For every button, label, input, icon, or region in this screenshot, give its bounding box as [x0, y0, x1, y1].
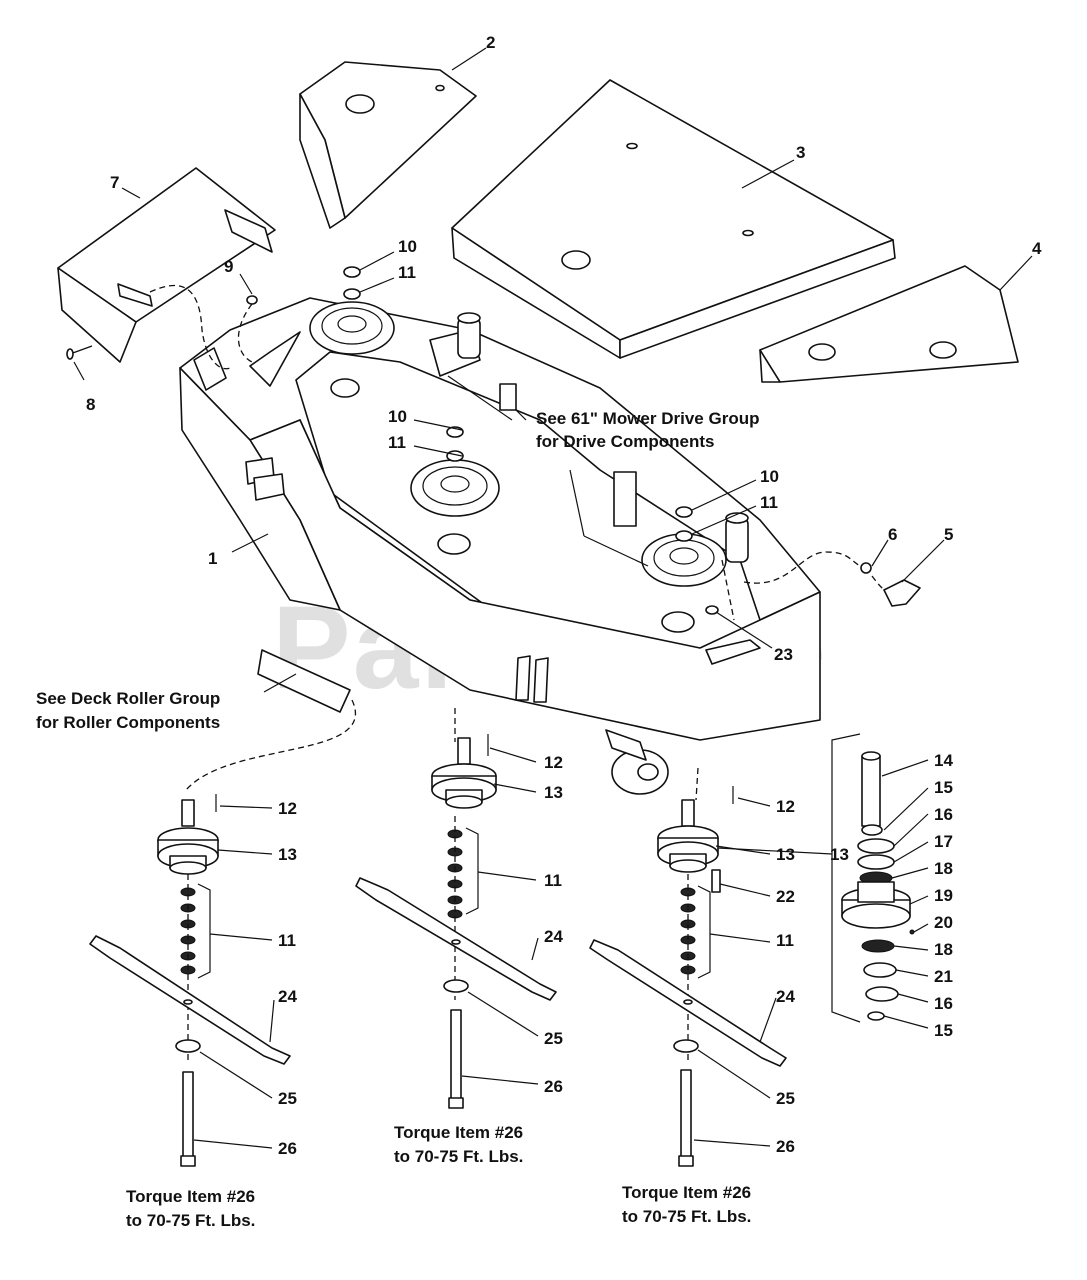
callout-24: 24	[776, 987, 795, 1006]
callout-5: 5	[944, 525, 953, 544]
cover-plate-3	[451, 79, 896, 359]
spacer-stack-center	[447, 816, 463, 1000]
callout-13: 13	[544, 783, 563, 802]
callout-13: 13	[830, 845, 849, 864]
callout-26: 26	[544, 1077, 563, 1096]
callout-10: 10	[388, 407, 407, 426]
callout-4: 4	[1032, 239, 1042, 258]
blade-right	[589, 939, 787, 1167]
callout-18: 18	[934, 859, 953, 878]
callout-19: 19	[934, 886, 953, 905]
callout-6: 6	[888, 525, 897, 544]
callout-25: 25	[278, 1089, 297, 1108]
torque-note-right-line2: to 70-75 Ft. Lbs.	[622, 1207, 751, 1226]
callout-13: 13	[278, 845, 297, 864]
callout-numbers: 2 3 4 7 9 8 10 11 10 11 10 11 1 6 5 23 1…	[86, 33, 1042, 1158]
callout-12: 12	[278, 799, 297, 818]
pulley-left	[309, 301, 395, 355]
callout-10: 10	[760, 467, 779, 486]
callout-13: 13	[776, 845, 795, 864]
spindle-assembly-center	[431, 734, 497, 809]
callout-16: 16	[934, 805, 953, 824]
leader-lines	[73, 47, 1033, 1149]
callout-10: 10	[398, 237, 417, 256]
torque-note-left-line2: to 70-75 Ft. Lbs.	[126, 1211, 255, 1230]
callout-18: 18	[934, 940, 953, 959]
roller-group-note-line1: See Deck Roller Group	[36, 689, 220, 708]
reference-notes: See 61" Mower Drive Group for Drive Comp…	[36, 409, 759, 1230]
nut-washer-deck	[246, 266, 719, 615]
callout-20: 20	[934, 913, 953, 932]
spindle-detail-exploded	[831, 733, 915, 1023]
cover-plate-4	[759, 265, 1019, 383]
callout-14: 14	[934, 751, 953, 770]
callout-11: 11	[398, 263, 416, 282]
callout-9: 9	[224, 257, 233, 276]
callout-24: 24	[544, 927, 563, 946]
callout-12: 12	[776, 797, 795, 816]
assembly-dash-lines	[149, 284, 885, 801]
callout-15: 15	[934, 1021, 953, 1040]
spacer-stack-left	[180, 874, 196, 1060]
callout-17: 17	[934, 832, 953, 851]
torque-note-center-line2: to 70-75 Ft. Lbs.	[394, 1147, 523, 1166]
bolt-8	[66, 345, 93, 360]
torque-note-left-line1: Torque Item #26	[126, 1187, 255, 1206]
callout-2: 2	[486, 33, 495, 52]
blade-left	[89, 935, 291, 1167]
pulley-center	[410, 459, 500, 517]
blade-center	[355, 877, 557, 1109]
callout-1: 1	[208, 549, 217, 568]
mower-deck-1	[179, 297, 821, 795]
callout-11: 11	[278, 931, 296, 950]
knob-5	[860, 562, 921, 607]
callout-25: 25	[776, 1089, 795, 1108]
callout-25: 25	[544, 1029, 563, 1048]
callout-11: 11	[388, 433, 406, 452]
callout-7: 7	[110, 173, 119, 192]
callout-21: 21	[934, 967, 953, 986]
torque-note-right-line1: Torque Item #26	[622, 1183, 751, 1202]
callout-11: 11	[544, 871, 562, 890]
callout-3: 3	[796, 143, 805, 162]
callout-15: 15	[934, 778, 953, 797]
callout-11: 11	[760, 493, 778, 512]
spindle-assembly-right	[657, 786, 734, 893]
callout-26: 26	[278, 1139, 297, 1158]
callout-12: 12	[544, 753, 563, 772]
callout-24: 24	[278, 987, 297, 1006]
callout-16: 16	[934, 994, 953, 1013]
torque-note-center-line1: Torque Item #26	[394, 1123, 523, 1142]
callout-11: 11	[776, 931, 794, 950]
callout-22: 22	[776, 887, 795, 906]
drive-group-note-line1: See 61" Mower Drive Group	[536, 409, 759, 428]
belt-shield-7	[57, 167, 276, 363]
callout-8: 8	[86, 395, 95, 414]
roller-group-note-line2: for Roller Components	[36, 713, 220, 732]
callout-26: 26	[776, 1137, 795, 1156]
callout-23: 23	[774, 645, 793, 664]
drive-group-note-line2: for Drive Components	[536, 432, 715, 451]
cover-plate-2	[299, 61, 477, 229]
spindle-assembly-left	[157, 794, 219, 875]
spacer-stack-right	[680, 874, 696, 1060]
